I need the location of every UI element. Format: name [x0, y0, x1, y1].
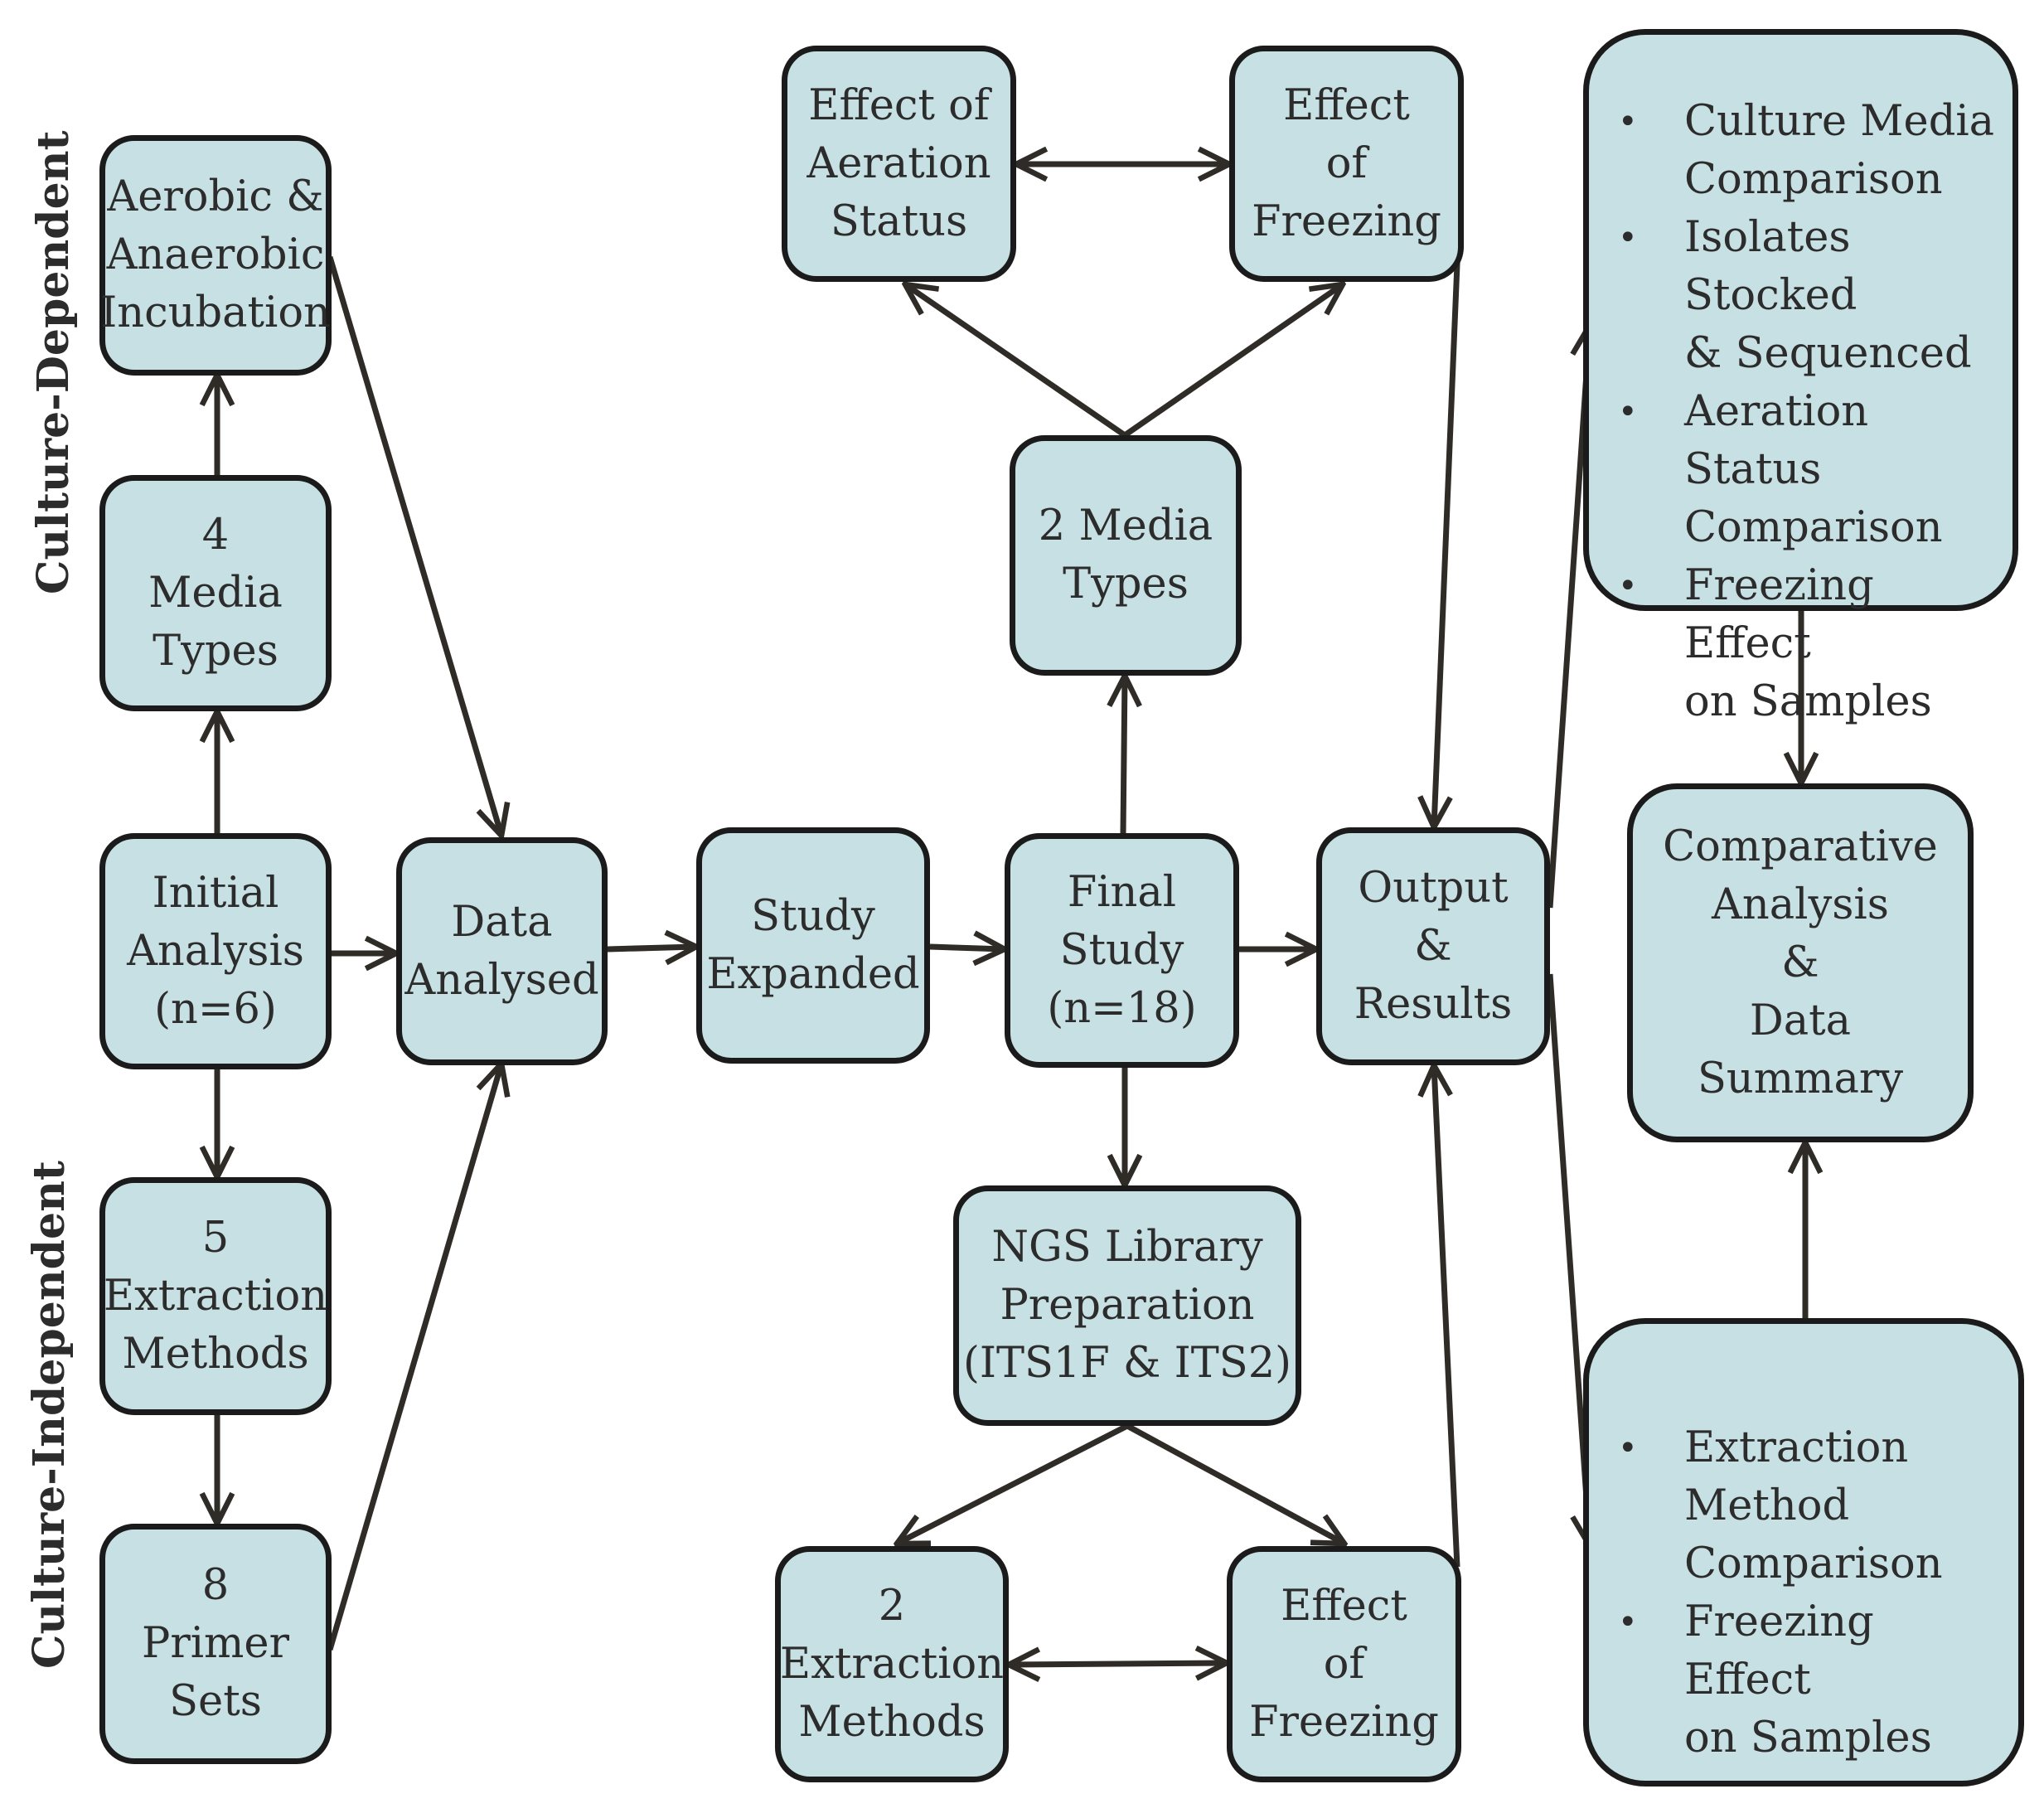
- results-bottom-item: Extraction Method Comparison: [1618, 1419, 2010, 1593]
- arrow-media2-to-aeration: [905, 284, 1126, 438]
- results-top-box: Culture Media Comparison Isolates Stocke…: [1583, 29, 2018, 726]
- comparative-analysis-box: Comparative Analysis & Data Summary: [1627, 783, 1974, 1142]
- arrow-expanded-to-final: [929, 947, 1005, 949]
- study-expanded-box: Study Expanded: [696, 827, 930, 1064]
- study-expanded-text: Study Expanded: [706, 891, 920, 999]
- comparative-analysis-text: Comparative Analysis & Data Summary: [1663, 822, 1938, 1103]
- arrow-freezing-bottom-to-output: [1434, 1065, 1460, 1568]
- five-extraction-methods-box: 5 Extraction Methods: [99, 1177, 332, 1415]
- arrow-primer8-to-data: [327, 1064, 501, 1651]
- aerobic-anaerobic-incubation-box: Aerobic & Anaerobic Incubation: [99, 135, 332, 376]
- culture-independent-label: Culture-Independent: [24, 1161, 75, 1669]
- arrow-aerobic-to-data: [327, 256, 501, 836]
- results-top-item: Aeration Status Comparison: [1618, 383, 2004, 557]
- output-results-box: Output & Results: [1316, 827, 1550, 1065]
- arrow-extraction2-freezing-bottom: [1009, 1663, 1227, 1665]
- four-media-types-text: 4 Media Types: [148, 510, 283, 676]
- ngs-library-preparation-text: NGS Library Preparation (ITS1F & ITS2): [962, 1223, 1292, 1388]
- arrow-freezing-top-to-output: [1434, 223, 1462, 827]
- final-study-box: Final Study (n=18): [1005, 833, 1239, 1068]
- results-top-item: Culture Media Comparison: [1618, 93, 2004, 209]
- output-results-text: Output & Results: [1354, 863, 1513, 1029]
- effect-of-freezing-top-text: Effect of Freezing: [1252, 80, 1441, 246]
- results-bottom-list: Extraction Method Comparison Freezing Ef…: [1618, 1419, 2010, 1767]
- four-media-types-box: 4 Media Types: [99, 475, 332, 711]
- results-top-list: Culture Media Comparison Isolates Stocke…: [1618, 93, 2004, 731]
- data-analysed-text: Data Analysed: [404, 897, 599, 1005]
- arrow-final-to-media2: [1123, 676, 1125, 834]
- effect-of-freezing-bottom-text: Effect of Freezing: [1249, 1581, 1439, 1747]
- results-top-item: Freezing Effect on Samples: [1618, 557, 2004, 731]
- culture-dependent-label: Culture-Dependent: [28, 130, 79, 594]
- initial-analysis-box: Initial Analysis (n=6): [99, 833, 332, 1069]
- effect-of-aeration-status-box: Effect of Aeration Status: [782, 46, 1016, 282]
- results-top-item: Isolates Stocked & Sequenced: [1618, 209, 2004, 383]
- results-bottom-box: Extraction Method Comparison Freezing Ef…: [1583, 1318, 2024, 1786]
- arrow-media2-to-freezing-top: [1123, 284, 1343, 438]
- effect-of-aeration-status-text: Effect of Aeration Status: [806, 80, 991, 246]
- effect-of-freezing-bottom-box: Effect of Freezing: [1227, 1546, 1461, 1782]
- initial-analysis-text: Initial Analysis (n=6): [127, 868, 304, 1034]
- two-media-types-text: 2 Media Types: [1038, 502, 1213, 608]
- data-analysed-box: Data Analysed: [396, 837, 608, 1065]
- aerobic-anaerobic-incubation-text: Aerobic & Anaerobic Incubation: [100, 172, 331, 337]
- ngs-library-preparation-box: NGS Library Preparation (ITS1F & ITS2): [953, 1185, 1301, 1426]
- effect-of-freezing-top-box: Effect of Freezing: [1229, 46, 1464, 282]
- eight-primer-sets-box: 8 Primer Sets: [99, 1524, 332, 1764]
- arrow-ngs-to-freezing-bottom: [1126, 1423, 1344, 1544]
- arrow-data-to-expanded: [607, 947, 696, 949]
- eight-primer-sets-text: 8 Primer Sets: [142, 1561, 289, 1726]
- two-extraction-methods-box: 2 Extraction Methods: [775, 1546, 1009, 1782]
- two-media-types-box: 2 Media Types: [1010, 435, 1242, 676]
- arrow-ngs-to-extraction2: [897, 1423, 1129, 1544]
- results-bottom-item: Freezing Effect on Samples: [1618, 1593, 2010, 1767]
- final-study-text: Final Study (n=18): [1047, 867, 1197, 1033]
- two-extraction-methods-text: 2 Extraction Methods: [779, 1581, 1005, 1747]
- five-extraction-methods-text: 5 Extraction Methods: [103, 1213, 328, 1379]
